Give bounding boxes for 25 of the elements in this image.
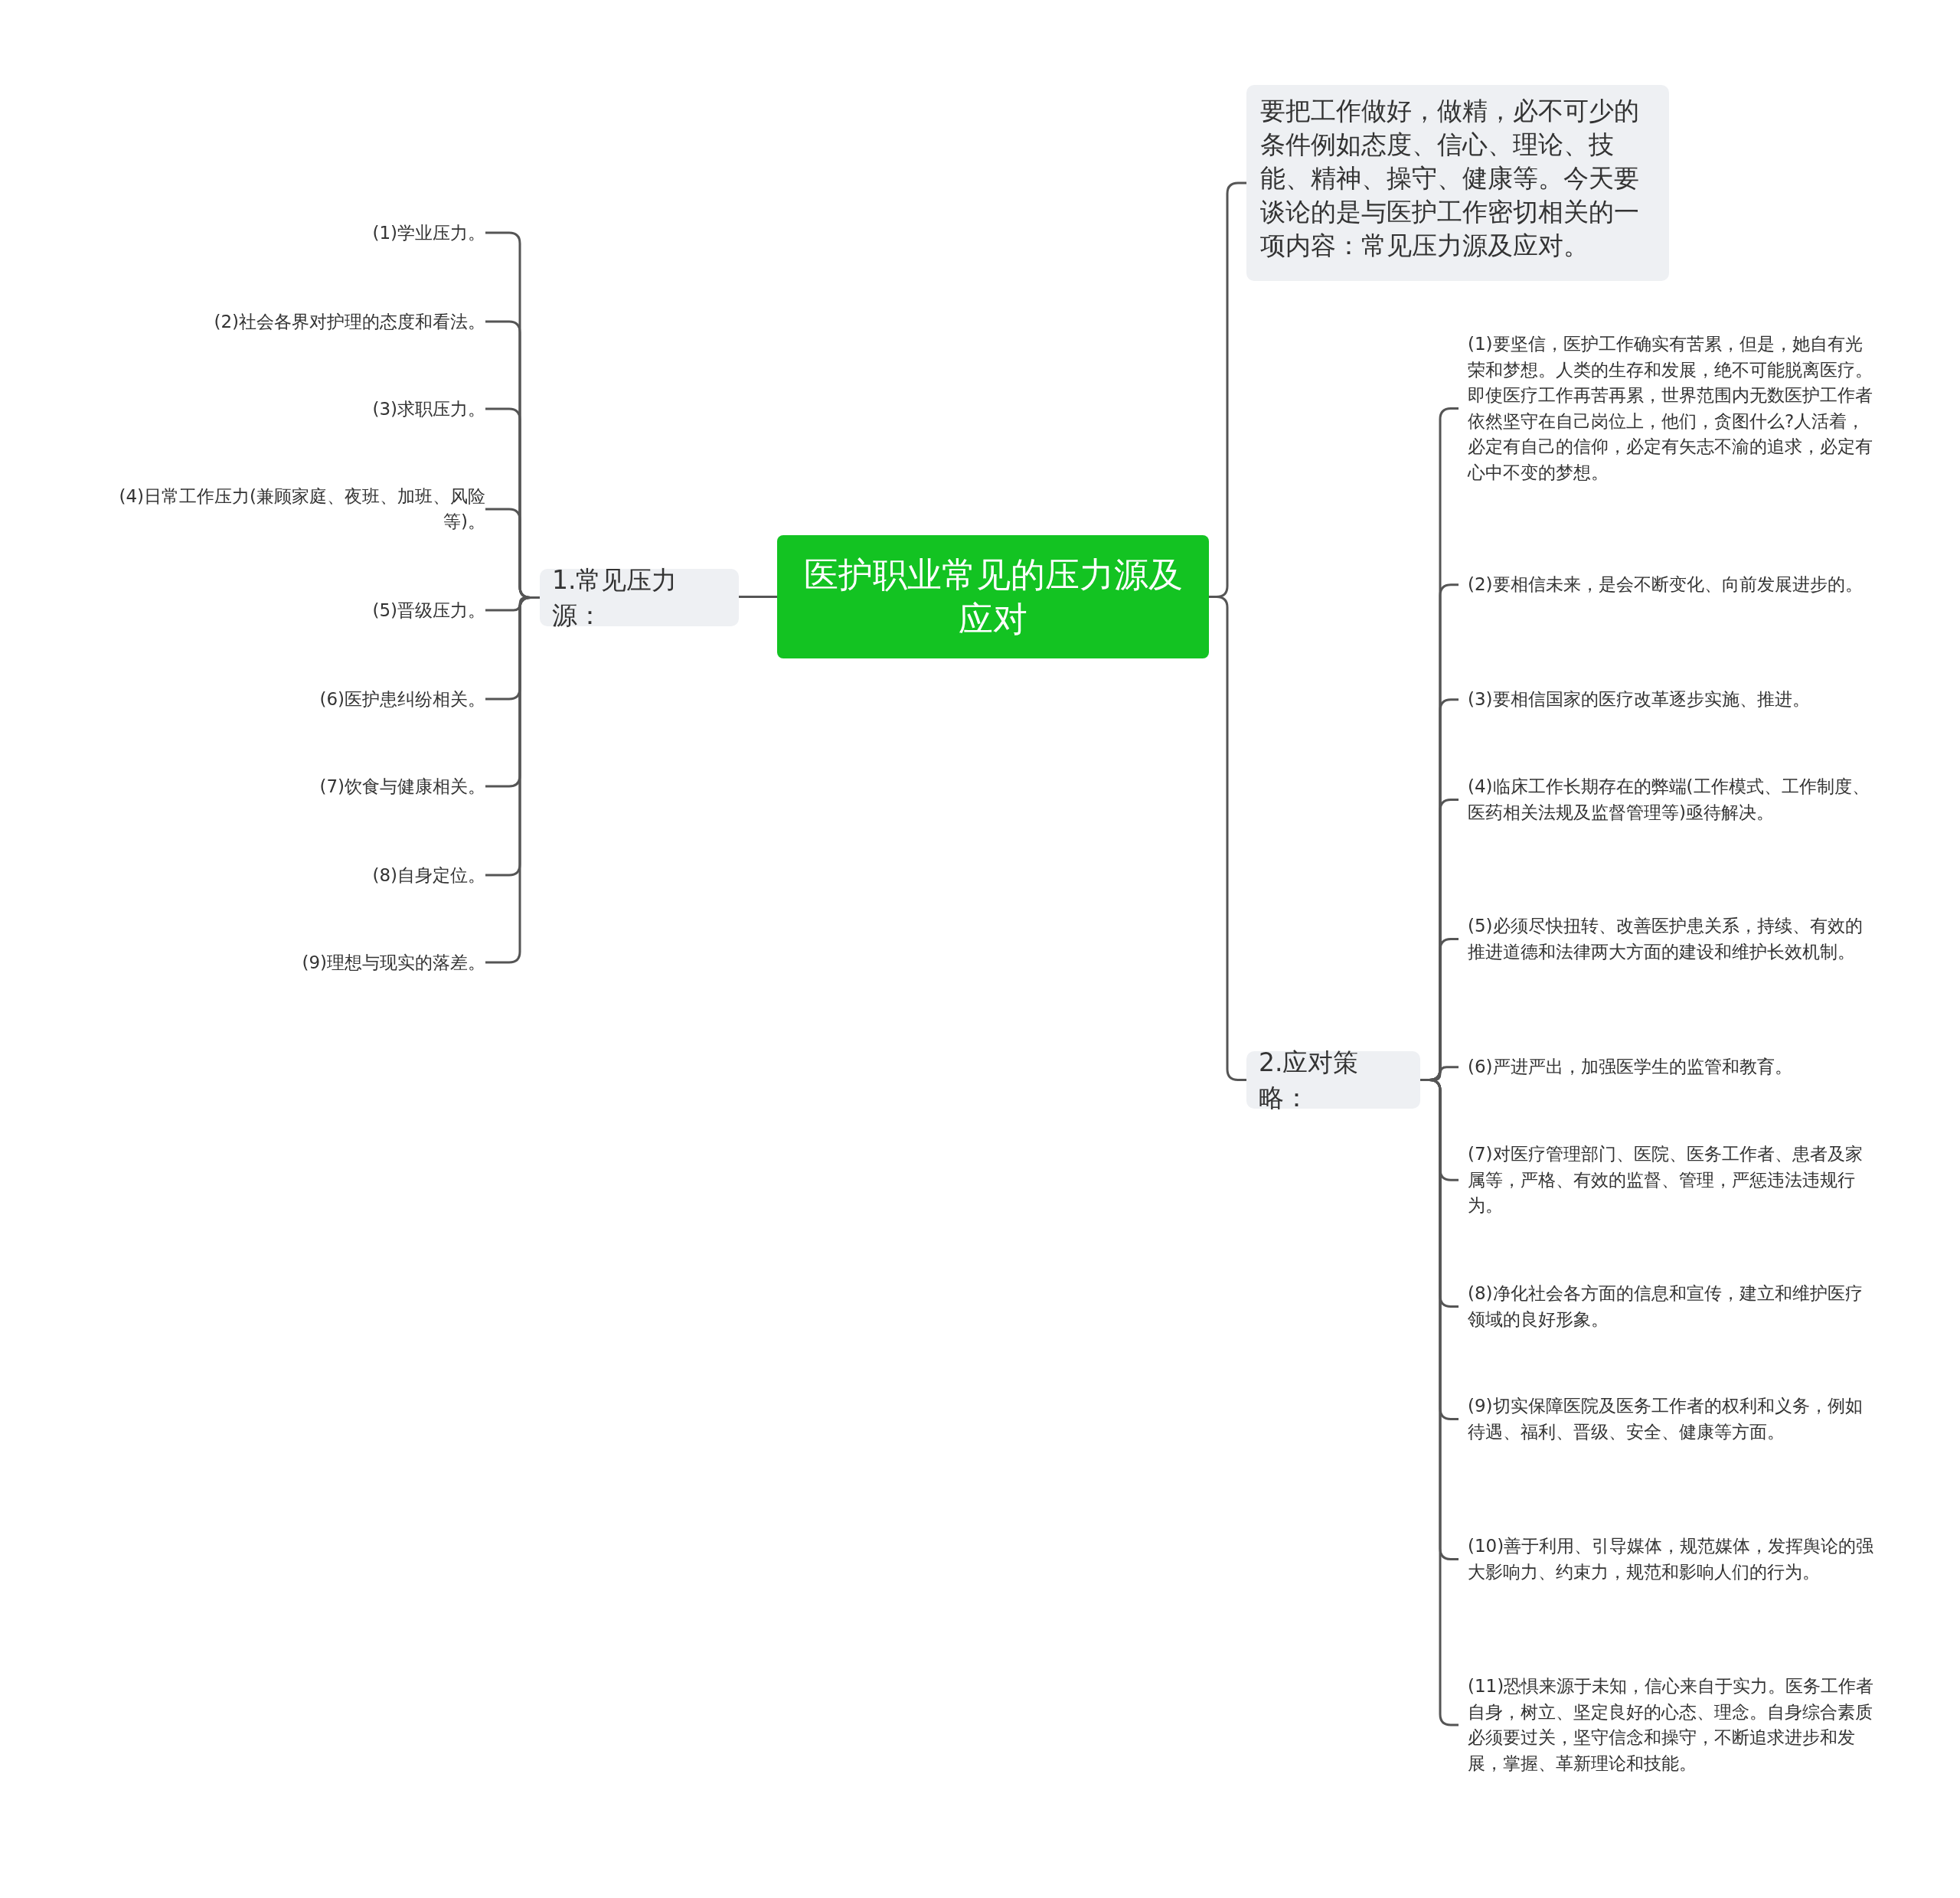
central-topic-box: 医护职业常见的压力源及应对 <box>777 535 1209 658</box>
leaf-text: (9)切实保障医院及医务工作者的权利和义务，例如待遇、福利、晋级、安全、健康等方面。 <box>1459 1393 1876 1445</box>
connector-line <box>739 596 777 598</box>
leaf-text: (9)理想与现实的落差。 <box>95 949 485 975</box>
leaf-text: (11)恐惧来源于未知，信心来自于实力。医务工作者自身，树立、坚定良好的心态、理念。自身综合素质必须要过关，坚守信念和操守，不断追求进步和发展，掌握、革新理论和技能。 <box>1459 1674 1876 1776</box>
leaf-text: (6)严进严出，加强医学生的监管和教育。 <box>1459 1054 1876 1080</box>
leaf-text: (8)自身定位。 <box>95 862 485 888</box>
leaf-text: (10)善于利用、引导媒体，规范媒体，发挥舆论的强大影响力、约束力，规范和影响人们的行为。 <box>1459 1534 1876 1585</box>
leaf-text: (8)净化社会各方面的信息和宣传，建立和维护医疗领域的良好形象。 <box>1459 1281 1876 1332</box>
leaf-text: (5)必须尽快扭转、改善医护患关系，持续、有效的推进道德和法律两大方面的建设和维护长效机制。 <box>1459 913 1876 965</box>
leaf-text: (5)晋级压力。 <box>95 597 485 623</box>
leaf-text: (4)日常工作压力(兼顾家庭、夜班、加班、风险等)。 <box>95 484 485 534</box>
leaf-text: (7)饮食与健康相关。 <box>95 773 485 799</box>
leaf-text: (7)对医疗管理部门、医院、医务工作者、患者及家属等，严格、有效的监督、管理，严惩违法违规行为。 <box>1459 1142 1876 1219</box>
leaf-text: (1)要坚信，医护工作确实有苦累，但是，她自有光荣和梦想。人类的生存和发展，绝不可能脱离医疗。即使医疗工作再苦再累，世界范围内无数医护工作者依然坚守在自己岗位上，他们，贪图什么?人活着，必定有自己的信仰，必定有矢志不渝的追求，必定有心中不变的梦想。 <box>1459 332 1876 485</box>
leaf-text: (2)要相信未来，是会不断变化、向前发展进步的。 <box>1459 572 1876 598</box>
branch-topic-box: 2.应对策略： <box>1246 1051 1420 1109</box>
leaf-text: (3)要相信国家的医疗改革逐步实施、推进。 <box>1459 687 1876 713</box>
leaf-text: (3)求职压力。 <box>95 396 485 422</box>
branch-topic-box: 1.常见压力源： <box>540 569 739 626</box>
leaf-text: (2)社会各界对护理的态度和看法。 <box>95 309 485 335</box>
leaf-text: (4)临床工作长期存在的弊端(工作模式、工作制度、医药相关法规及监督管理等)亟待解决。 <box>1459 774 1876 825</box>
leaf-text: (1)学业压力。 <box>95 220 485 246</box>
leaf-text: (6)医护患纠纷相关。 <box>95 686 485 712</box>
intro-text-box: 要把工作做好，做精，必不可少的条件例如态度、信心、理论、技能、精神、操守、健康等。今天要谈论的是与医护工作密切相关的一项内容：常见压力源及应对。 <box>1246 85 1669 281</box>
